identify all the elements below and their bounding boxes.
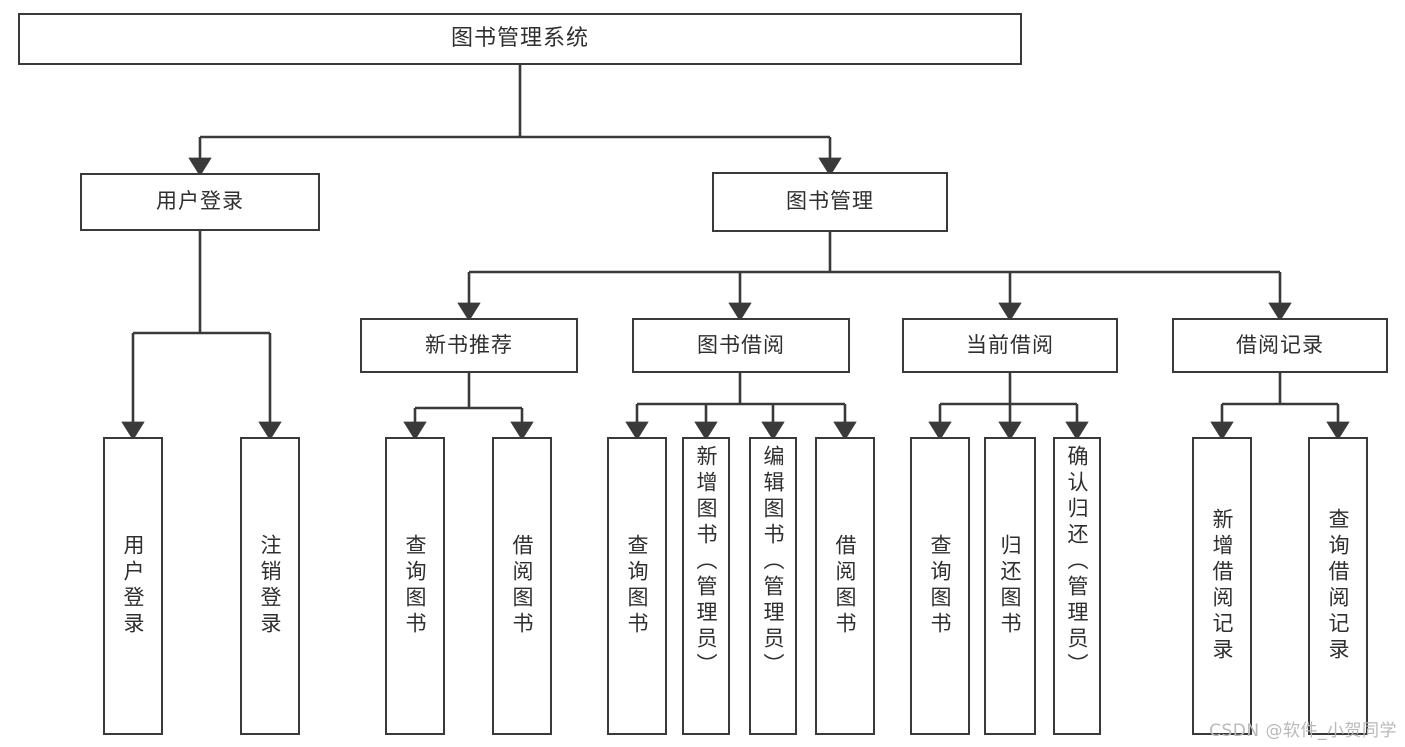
node-new-book-recommendation[interactable]: 新书推荐 [360, 318, 578, 373]
node-label: 新书推荐 [425, 332, 513, 357]
node-label: 新增图书（管理员） [694, 445, 719, 679]
node-label: 查询图书 [625, 534, 650, 638]
node-leaf-borrow-book-newbook[interactable]: 借阅图书 [492, 437, 552, 735]
node-leaf-borrow-book[interactable]: 借阅图书 [815, 437, 875, 735]
node-label: 借阅图书 [833, 534, 858, 638]
node-leaf-add-borrow-record[interactable]: 新增借阅记录 [1192, 437, 1252, 735]
node-label: 借阅图书 [510, 534, 535, 638]
node-leaf-add-book-admin[interactable]: 新增图书（管理员） [682, 437, 730, 735]
node-label: 图书管理系统 [450, 25, 589, 51]
node-label: 图书借阅 [697, 332, 785, 357]
node-book-management[interactable]: 图书管理 [712, 172, 948, 232]
node-label: 确认归还（管理员） [1065, 445, 1090, 679]
node-leaf-edit-book-admin[interactable]: 编辑图书（管理员） [749, 437, 797, 735]
node-label: 归还图书 [998, 534, 1023, 638]
node-leaf-query-book-current[interactable]: 查询图书 [910, 437, 970, 735]
node-label: 借阅记录 [1236, 332, 1324, 357]
node-label: 用户登录 [121, 534, 146, 638]
node-label: 注销登录 [258, 534, 283, 638]
node-user-login[interactable]: 用户登录 [80, 173, 320, 231]
node-book-borrowing[interactable]: 图书借阅 [632, 318, 850, 373]
node-leaf-logout[interactable]: 注销登录 [240, 437, 300, 735]
node-label: 图书管理 [786, 189, 874, 214]
watermark: CSDN @软件_小贺同学 [1209, 721, 1397, 741]
node-label: 查询借阅记录 [1326, 508, 1351, 664]
node-leaf-query-book-newbook[interactable]: 查询图书 [385, 437, 445, 735]
node-leaf-query-book-borrow[interactable]: 查询图书 [607, 437, 667, 735]
node-current-borrowing[interactable]: 当前借阅 [902, 318, 1118, 373]
node-borrowing-record[interactable]: 借阅记录 [1172, 318, 1388, 373]
node-label: 查询图书 [928, 534, 953, 638]
node-leaf-confirm-return-admin[interactable]: 确认归还（管理员） [1053, 437, 1101, 735]
node-root-book-management-system[interactable]: 图书管理系统 [18, 13, 1022, 65]
node-label: 用户登录 [156, 189, 244, 214]
node-leaf-query-borrow-record[interactable]: 查询借阅记录 [1308, 437, 1368, 735]
node-label: 编辑图书（管理员） [761, 445, 786, 679]
node-label: 新增借阅记录 [1210, 508, 1235, 664]
node-leaf-return-book[interactable]: 归还图书 [984, 437, 1036, 735]
node-label: 当前借阅 [966, 332, 1054, 357]
node-label: 查询图书 [403, 534, 428, 638]
node-leaf-user-login[interactable]: 用户登录 [103, 437, 163, 735]
